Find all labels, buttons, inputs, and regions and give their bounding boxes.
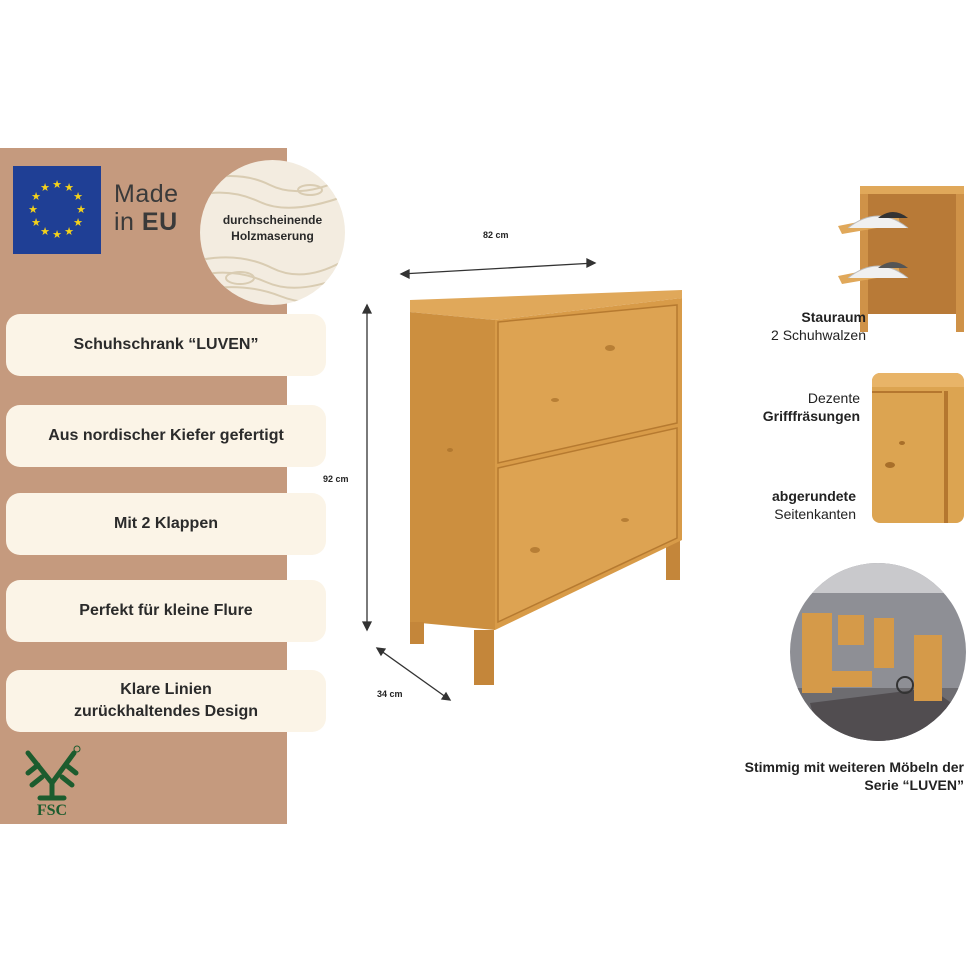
- fsc-label: FSC: [37, 802, 67, 817]
- dimension-lines: [361, 257, 597, 701]
- width-label: 82 cm: [483, 230, 509, 240]
- fsc-logo-icon: FSC: [22, 743, 82, 819]
- svg-text:★: ★: [73, 191, 83, 203]
- feature-label: Perfekt für kleine Flure: [79, 602, 253, 619]
- svg-text:★: ★: [28, 204, 38, 216]
- wood-grain-badge: [200, 160, 345, 305]
- wood-line2: Holzmaserung: [231, 229, 314, 243]
- eu-flag-icon: ★ ★ ★ ★ ★ ★ ★ ★ ★ ★ ★ ★: [13, 166, 101, 254]
- feature-label-line1: Klare Linien: [120, 681, 212, 698]
- made-label: Made: [114, 180, 179, 208]
- series-caption: Stimmig mit weiteren Möbeln der Serie “L…: [680, 758, 964, 794]
- feature-pill: Perfekt für kleine Flure: [6, 580, 326, 642]
- shoe-cabinet-illustration: [410, 290, 682, 685]
- svg-text:★: ★: [31, 217, 41, 229]
- svg-text:★: ★: [64, 226, 74, 238]
- wood-grain-caption: durchscheinende Holzmaserung: [200, 212, 345, 244]
- edge-detail-thumbnail: [872, 373, 964, 523]
- feature-pill: Aus nordischer Kiefer gefertigt: [6, 405, 326, 467]
- feature-label: Schuhschrank “LUVEN”: [73, 336, 259, 353]
- svg-text:★: ★: [31, 191, 41, 203]
- svg-text:★: ★: [64, 182, 74, 194]
- svg-text:★: ★: [40, 226, 50, 238]
- feature-label: Aus nordischer Kiefer gefertigt: [48, 427, 284, 444]
- grip-title: Grifffräsungen: [762, 408, 860, 424]
- svg-text:★: ★: [76, 204, 86, 216]
- grip-pre: Dezente: [807, 390, 860, 406]
- feature-label: Mit 2 Klappen: [113, 515, 218, 532]
- grip-caption: Dezente Grifffräsungen: [700, 389, 860, 425]
- storage-title: Stauraum: [801, 309, 866, 325]
- edges-sub: Seitenkanten: [774, 506, 856, 522]
- storage-sub: 2 Schuhwalzen: [771, 327, 866, 343]
- made-in-eu-label: Made in EU: [114, 180, 179, 236]
- edges-title: abgerundete: [771, 488, 856, 504]
- series-line1: Stimmig mit weiteren Möbeln der: [744, 759, 964, 775]
- open-flaps-thumbnail: [838, 186, 964, 332]
- edges-caption: abgerundete Seitenkanten: [700, 487, 856, 523]
- svg-text:★: ★: [73, 217, 83, 229]
- feature-pill: Klare Linien zurückhaltendes Design: [6, 670, 326, 732]
- storage-caption: Stauraum 2 Schuhwalzen: [700, 308, 866, 344]
- eu-label: EU: [141, 208, 178, 236]
- svg-text:★: ★: [52, 179, 62, 191]
- wood-line1: durchscheinende: [222, 213, 323, 227]
- feature-pill: Schuhschrank “LUVEN”: [6, 314, 326, 376]
- room-scene-thumbnail: [790, 563, 966, 741]
- svg-text:★: ★: [52, 229, 62, 241]
- series-line2: Serie “LUVEN”: [864, 777, 964, 793]
- feature-pill: Mit 2 Klappen: [6, 493, 326, 555]
- feature-label-line2: zurückhaltendes Design: [73, 703, 259, 720]
- in-label: in: [114, 208, 135, 236]
- depth-label: 34 cm: [377, 689, 403, 699]
- svg-text:★: ★: [40, 182, 50, 194]
- height-label: 92 cm: [323, 474, 349, 484]
